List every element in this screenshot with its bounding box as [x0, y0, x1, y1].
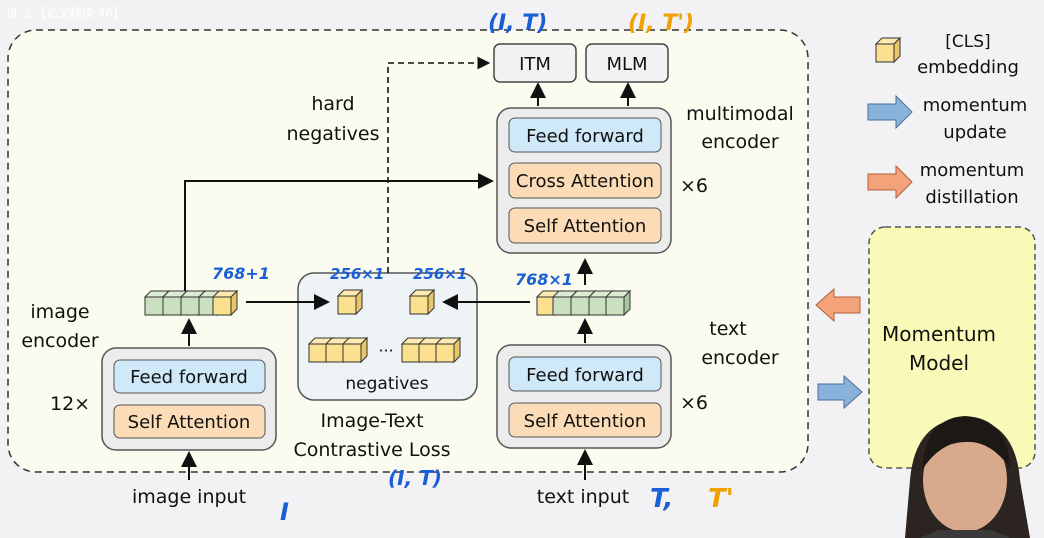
svg-text:Momentum: Momentum	[882, 322, 996, 346]
svg-text:text: text	[709, 318, 747, 340]
svg-text:encoder: encoder	[701, 347, 779, 369]
mlm-head: MLM	[585, 43, 669, 83]
momentum-update-arrow-icon	[867, 94, 913, 130]
svg-text:T': T'	[708, 484, 734, 514]
svg-text:update: update	[943, 122, 1006, 143]
svg-text:multimodal: multimodal	[686, 103, 794, 125]
svg-text:Feed forward: Feed forward	[526, 126, 644, 147]
svg-text:×6: ×6	[680, 392, 708, 414]
image-embeddings	[144, 290, 238, 316]
video-title: 讲·上【论文精读·46】	[6, 5, 125, 20]
svg-text:Feed forward: Feed forward	[526, 365, 644, 386]
svg-text:momentum: momentum	[920, 160, 1025, 181]
itm-head: ITM	[493, 43, 577, 83]
svg-text:256×1: 256×1	[330, 265, 384, 283]
svg-text:256×1: 256×1	[413, 265, 467, 283]
svg-text:momentum: momentum	[923, 95, 1028, 116]
text-embeddings	[536, 290, 631, 316]
svg-text:T,: T,	[650, 484, 673, 514]
contrastive-loss-box: ··· negatives	[297, 272, 478, 401]
svg-text:encoder: encoder	[21, 330, 99, 352]
svg-text:12×: 12×	[50, 393, 90, 415]
svg-text:(I, T): (I, T)	[388, 466, 442, 490]
svg-text:distillation: distillation	[925, 187, 1018, 208]
distillation-arrow-icon	[815, 287, 861, 323]
svg-text:text input: text input	[537, 486, 629, 508]
svg-text:Feed forward: Feed forward	[130, 367, 248, 388]
svg-text:768+1: 768+1	[212, 264, 270, 283]
update-arrow-icon	[817, 374, 863, 410]
text-encoder: Feed forward Self Attention	[496, 344, 672, 449]
svg-text:image: image	[30, 301, 89, 323]
momentum-distillation-arrow-icon	[867, 164, 913, 200]
multimodal-encoder: Feed forward Cross Attention Self Attent…	[496, 107, 672, 254]
svg-text:embedding: embedding	[917, 57, 1019, 78]
svg-text:768×1: 768×1	[515, 270, 573, 289]
handwritten-annotations: (I, T) (I, T') 768+1 256×1 256×1 768×1 (…	[212, 11, 734, 526]
svg-text:encoder: encoder	[701, 131, 779, 153]
svg-text:Image-Text: Image-Text	[320, 410, 423, 432]
svg-text:Self Attention: Self Attention	[128, 412, 251, 433]
svg-text:Contrastive Loss: Contrastive Loss	[293, 439, 450, 461]
svg-text:Model: Model	[909, 351, 969, 375]
svg-text:(I, T'): (I, T')	[628, 11, 694, 36]
svg-text:×6: ×6	[680, 175, 708, 197]
svg-text:Self Attention: Self Attention	[524, 216, 647, 237]
image-encoder: Feed forward Self Attention	[101, 347, 277, 451]
legend: [CLS] embedding momentum update momentum…	[867, 32, 1028, 208]
presenter-webcam	[905, 416, 1030, 538]
svg-text:MLM: MLM	[606, 54, 647, 75]
svg-text:hard: hard	[311, 93, 354, 115]
svg-text:[CLS]: [CLS]	[945, 32, 990, 52]
svg-text:···: ···	[378, 341, 393, 360]
svg-text:Cross Attention: Cross Attention	[516, 171, 654, 192]
momentum-model: Momentum Model	[868, 226, 1036, 469]
svg-text:image input: image input	[132, 486, 246, 508]
svg-text:negatives: negatives	[287, 123, 380, 145]
svg-text:Self Attention: Self Attention	[524, 411, 647, 432]
svg-text:(I, T): (I, T)	[488, 11, 547, 36]
svg-text:ITM: ITM	[519, 54, 551, 75]
svg-text:I: I	[280, 498, 289, 526]
svg-text:negatives: negatives	[345, 374, 428, 394]
